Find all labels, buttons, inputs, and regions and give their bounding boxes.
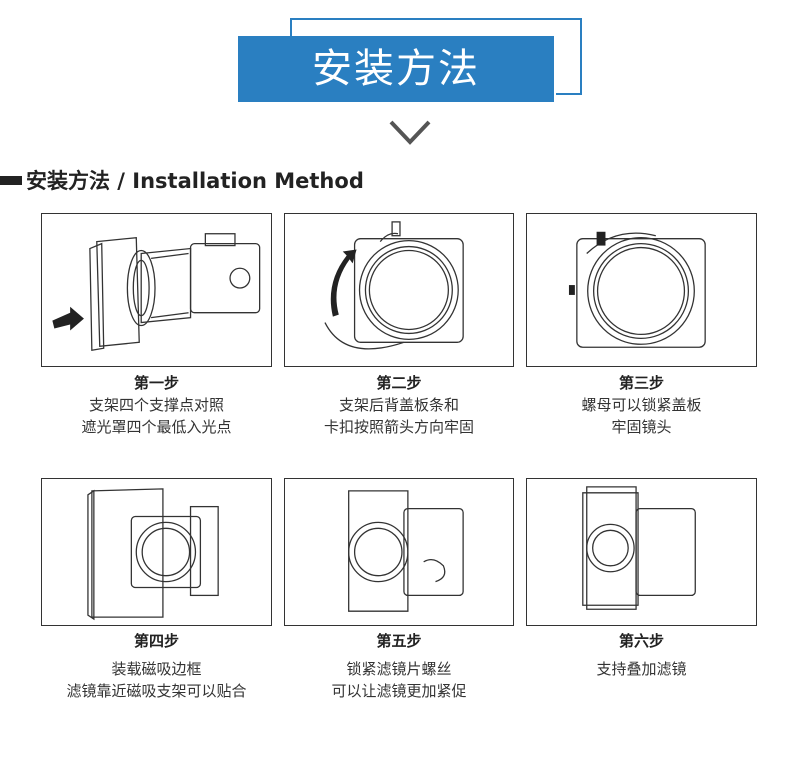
- step-title: 第五步: [376, 632, 422, 650]
- step-4-caption: 第四步 装载磁吸边框 滤镜靠近磁吸支架可以贴合: [41, 630, 272, 702]
- step-4-illustration: [41, 478, 272, 626]
- section-title: 安装方法 / Installation Method: [26, 169, 364, 193]
- step-2-caption: 第二步 支架后背盖板条和 卡扣按照箭头方向牢固: [284, 372, 514, 438]
- step-line: 螺母可以锁紧盖板: [581, 396, 702, 414]
- step-1-caption: 第一步 支架四个支撑点对照 遮光罩四个最低入光点: [41, 372, 272, 438]
- step-6-illustration: [526, 478, 757, 626]
- step-line: 滤镜靠近磁吸支架可以贴合: [66, 682, 247, 700]
- banner-outline: [290, 18, 582, 95]
- step-line: 支架四个支撑点对照: [88, 396, 224, 414]
- section-heading: 安装方法 / Installation Method: [0, 164, 364, 196]
- step-line: 可以让滤镜更加紧促: [331, 682, 467, 700]
- step-2-illustration: [284, 213, 514, 367]
- step-3-illustration: [526, 213, 757, 367]
- step-6-caption: 第六步 支持叠加滤镜: [526, 630, 757, 680]
- step-line: 牢固镜头: [611, 418, 672, 436]
- banner-title: 安装方法: [238, 36, 554, 102]
- step-5-illustration: [284, 478, 514, 626]
- step-title: 第六步: [618, 632, 664, 650]
- step-line: 卡扣按照箭头方向牢固: [323, 418, 474, 436]
- step-title: 第二步: [376, 374, 422, 392]
- section-bar: [0, 175, 22, 185]
- step-line: 锁紧滤镜片螺丝: [346, 660, 452, 678]
- step-title: 第三步: [618, 374, 664, 392]
- chevron-down-icon: [389, 120, 431, 145]
- step-1-illustration: [41, 213, 272, 367]
- step-title: 第四步: [133, 632, 179, 650]
- step-title: 第一步: [133, 374, 179, 392]
- step-line: 装载磁吸边框: [111, 660, 202, 678]
- step-5-caption: 第五步 锁紧滤镜片螺丝 可以让滤镜更加紧促: [284, 630, 514, 702]
- step-3-caption: 第三步 螺母可以锁紧盖板 牢固镜头: [526, 372, 757, 438]
- step-line: 遮光罩四个最低入光点: [81, 418, 232, 436]
- step-line: 支架后背盖板条和: [338, 396, 459, 414]
- step-line: 支持叠加滤镜: [596, 660, 687, 678]
